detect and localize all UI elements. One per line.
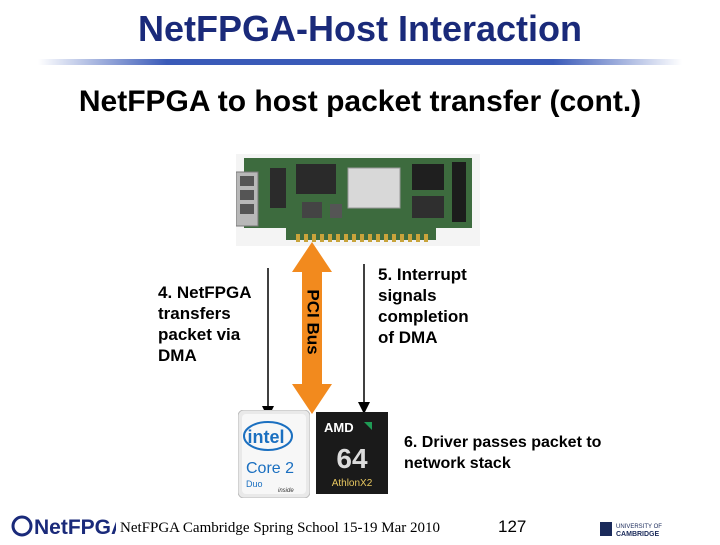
pci-bus-label: PCI Bus — [304, 289, 323, 354]
svg-text:Duo: Duo — [246, 479, 263, 489]
svg-text:AthlonX2: AthlonX2 — [332, 478, 373, 489]
step4-text: 4. NetFPGA transfers packet via DMA — [158, 283, 252, 365]
svg-text:UNIVERSITY OF: UNIVERSITY OF — [616, 524, 662, 530]
pci-bus-text: PCI Bus — [304, 289, 323, 354]
page-number: 127 — [498, 517, 527, 536]
netfpga-logo: NetFPGA — [4, 500, 126, 545]
amd-athlon-logo: AMD 64 AthlonX2 — [316, 412, 388, 494]
pci-bus-arrow — [292, 242, 332, 414]
svg-text:Core 2: Core 2 — [246, 460, 294, 477]
svg-text:intel: intel — [247, 427, 284, 447]
svg-text:64: 64 — [336, 443, 368, 474]
svg-text:CAMBRIDGE: CAMBRIDGE — [616, 531, 659, 538]
netfpga-board-image — [236, 154, 480, 246]
slide-subtitle: NetFPGA to host packet transfer (cont.) — [78, 85, 642, 118]
footer-text: NetFPGA Cambridge Spring School 15-19 Ma… — [120, 520, 440, 536]
step5-text: 5. Interrupt signals completion of DMA — [378, 265, 469, 347]
interrupt-arrow — [358, 264, 370, 414]
svg-text:inside: inside — [278, 488, 294, 494]
svg-text:AMD: AMD — [324, 420, 354, 435]
slide-title: NetFPGA-Host Interaction — [137, 8, 583, 49]
step6-text: 6. Driver passes packet to network stack — [404, 434, 602, 472]
title-underline — [38, 59, 682, 65]
intel-core2-logo: intel Core 2 Duo inside — [238, 410, 310, 498]
svg-text:NetFPGA: NetFPGA — [34, 516, 116, 539]
dma-transfer-arrow — [262, 268, 274, 418]
cambridge-logo: UNIVERSITY OF CAMBRIDGE — [600, 520, 716, 543]
